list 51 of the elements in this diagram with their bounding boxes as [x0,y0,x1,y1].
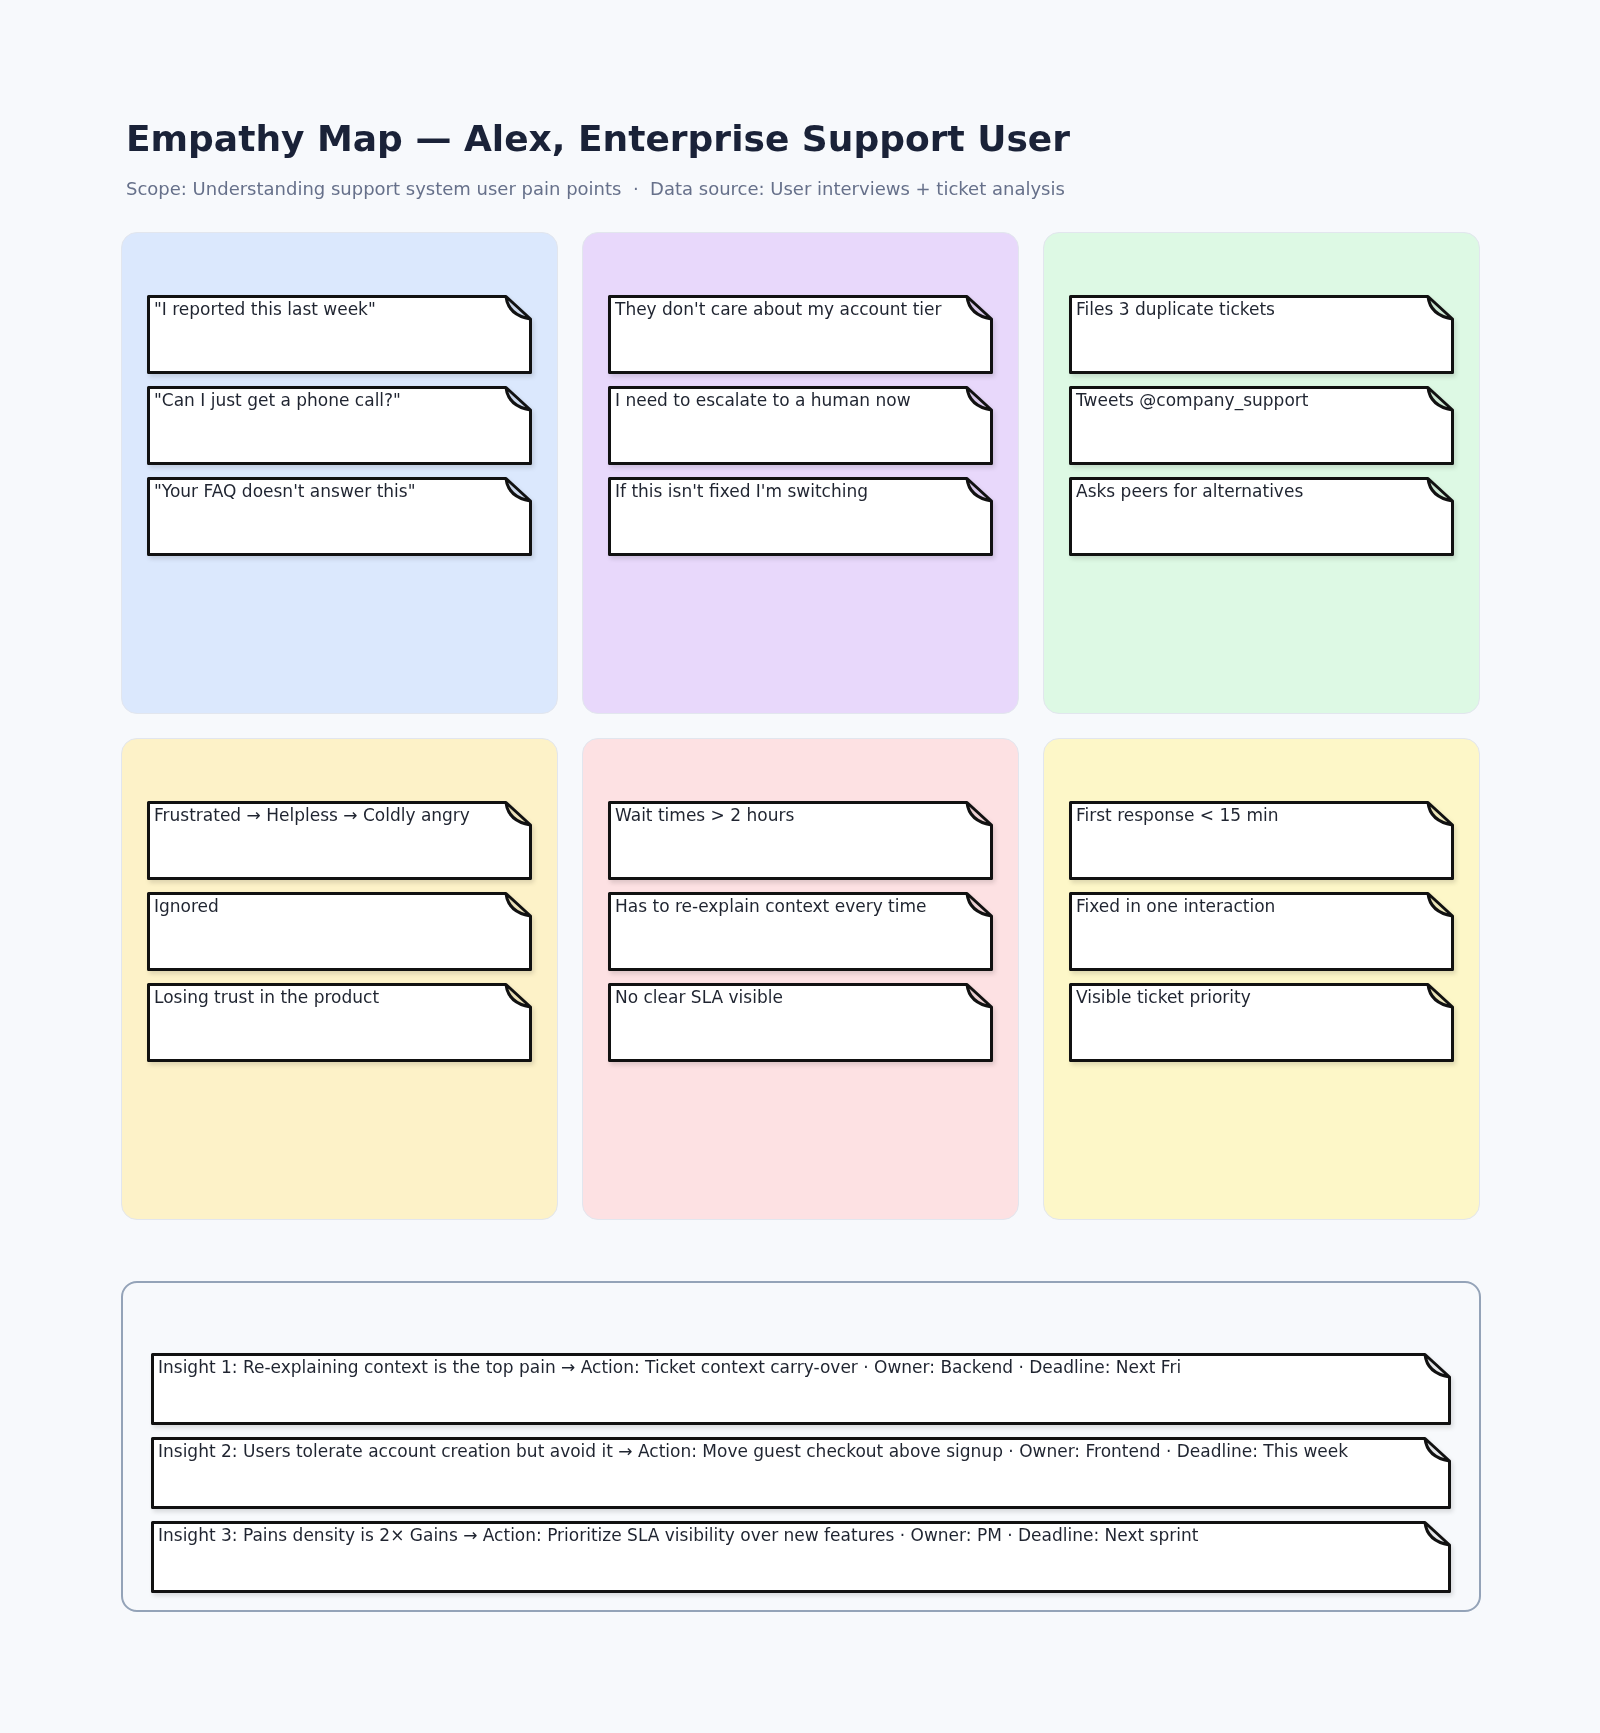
sticky-note [1069,386,1454,465]
sticky-note [608,477,993,556]
quadrant-panel [1043,738,1480,1220]
note-text: I need to escalate to a human now [615,390,911,412]
sticky-note [147,477,532,556]
note-text: If this isn't fixed I'm switching [615,481,869,503]
note-text: Frustrated → Helpless → Coldly angry [154,805,470,827]
note-text: First response < 15 min [1076,805,1279,827]
note-text: Insight 3: Pains density is 2× Gains → Action: Prioritize SLA visibility over new features · Owner: PM · Deadline: Next sprint [158,1525,1199,1547]
quadrant-panel [582,232,1019,714]
note-text: "Your FAQ doesn't answer this" [154,481,416,503]
note-text: "Can I just get a phone call?" [154,390,401,412]
sticky-note [147,386,532,465]
note-text: Ignored [154,896,219,918]
sticky-note [147,801,532,880]
quadrant-panel [121,738,558,1220]
sticky-note [1069,801,1454,880]
sticky-note [151,1437,1451,1509]
sticky-note [608,892,993,971]
insights-panel [121,1281,1481,1612]
quadrant-panel [1043,232,1480,714]
sticky-note [147,295,532,374]
note-text: They don't care about my account tier [615,299,942,321]
note-text: Fixed in one interaction [1076,896,1276,918]
note-text: No clear SLA visible [615,987,783,1009]
note-text: Visible ticket priority [1076,987,1251,1009]
sticky-note [147,892,532,971]
quadrant-panel [121,232,558,714]
sticky-note [1069,295,1454,374]
sticky-note [147,983,532,1062]
note-text: Insight 1: Re-explaining context is the top pain → Action: Ticket context carry-over · Owner: Backend · Deadline: Next Fri [158,1357,1182,1379]
note-text: "I reported this last week" [154,299,376,321]
note-text: Wait times > 2 hours [615,805,795,827]
note-text: Insight 2: Users tolerate account creation but avoid it → Action: Move guest checkout above signup · Owner: Frontend · Deadline: This week [158,1441,1349,1463]
sticky-note [1069,477,1454,556]
subtitle: Scope: Understanding support system user pain points · Data source: User interviews + ticket analysis [126,178,1065,199]
note-text: Tweets @company_support [1076,390,1309,412]
quadrant-panel [582,738,1019,1220]
sticky-note [1069,892,1454,971]
note-text: Files 3 duplicate tickets [1076,299,1275,321]
sticky-note [151,1521,1451,1593]
sticky-note [608,983,993,1062]
sticky-note [608,386,993,465]
sticky-note [1069,983,1454,1062]
sticky-note [608,801,993,880]
note-text: Has to re-explain context every time [615,896,927,918]
note-text: Asks peers for alternatives [1076,481,1304,503]
note-text: Losing trust in the product [154,987,380,1009]
sticky-note [151,1353,1451,1425]
sticky-note [608,295,993,374]
title: Empathy Map — Alex, Enterprise Support User [126,118,1070,159]
